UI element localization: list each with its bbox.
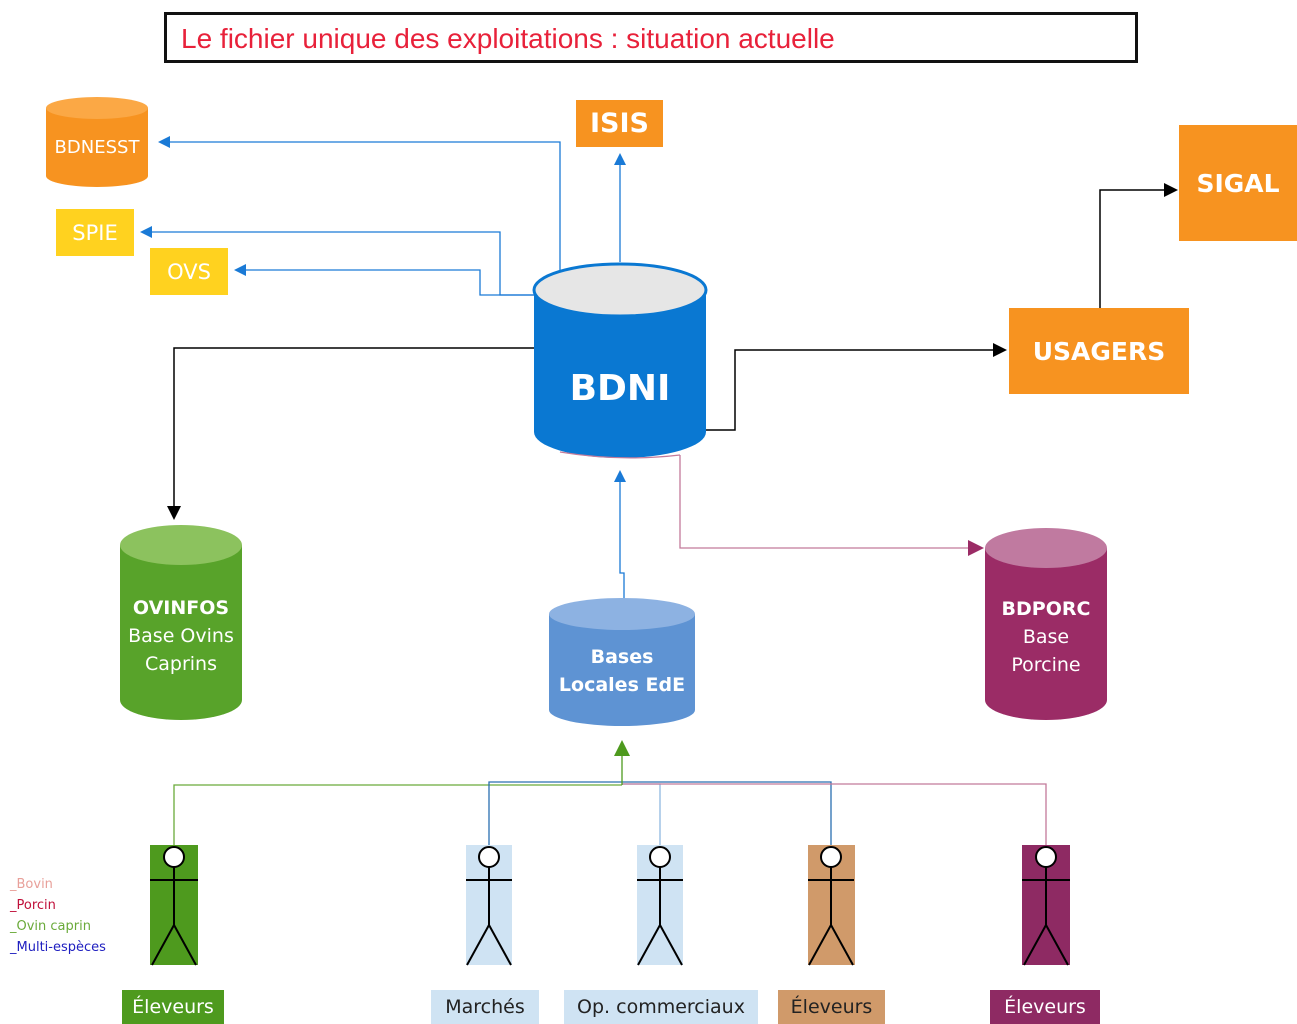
bdnesst-cylinder (46, 97, 148, 187)
arrow-bdni-to-bdnesst (158, 136, 561, 295)
spie-box: SPIE (56, 209, 134, 256)
bdnesst-label: BDNESST (54, 137, 140, 158)
title-box: Le fichier unique des exploitations : si… (164, 12, 1138, 63)
bdni-cylinder (532, 262, 708, 459)
arrow-bdni-to-ovinfos (167, 300, 559, 520)
arrow-usagers-to-sigal (1099, 183, 1178, 308)
diagram-title: Le fichier unique des exploitations : si… (181, 23, 835, 54)
arrow-bdni-to-ovs (234, 264, 534, 296)
actor-eleveurs-ovin (150, 845, 198, 966)
usagers-box: USAGERS (1009, 308, 1189, 394)
isis-label: ISIS (590, 108, 649, 139)
ovs-label: OVS (167, 259, 211, 284)
bdporc-subtitle-2: Porcine (1011, 654, 1081, 676)
caption-marches: Marchés (431, 990, 539, 1024)
bases-locales-label: Bases Locales EdE (549, 643, 695, 699)
bdporc-label: BDPORC Base Porcine (985, 595, 1107, 679)
legend-porcin: _Porcin (10, 898, 56, 913)
ovs-box: OVS (150, 248, 228, 295)
arrow-bases-to-bdni (614, 470, 626, 600)
legend-bovin: _Bovin (10, 877, 53, 892)
bdporc-cylinder (985, 528, 1107, 720)
ovinfos-label: OVINFOS Base Ovins Caprins (120, 594, 242, 678)
actor-op-commerciaux (637, 845, 683, 966)
legend-multi-especes: _Multi-espèces (10, 940, 106, 955)
bases-locales-line-1: Bases (590, 646, 654, 668)
sigal-box: SIGAL (1179, 125, 1297, 241)
actor-bus-lines (173, 740, 1047, 845)
ovinfos-title: OVINFOS (132, 597, 230, 619)
actor-eleveurs-bovin (808, 845, 855, 966)
arrow-bdni-to-bdporc (679, 455, 984, 556)
ovinfos-subtitle-1: Base Ovins (128, 625, 234, 647)
legend-ovin-caprin: _Ovin caprin (10, 919, 91, 934)
bases-locales-line-2: Locales EdE (558, 674, 686, 696)
spie-label: SPIE (72, 220, 118, 245)
caption-eleveurs-porcin: Éleveurs (990, 990, 1100, 1024)
caption-op-commerciaux: Op. commerciaux (564, 990, 758, 1024)
caption-eleveurs-bovin: Éleveurs (778, 990, 885, 1024)
bases-locales-cylinder (549, 598, 695, 726)
usagers-label: USAGERS (1032, 336, 1166, 366)
caption-eleveurs-ovin: Éleveurs (122, 990, 224, 1024)
arrow-bdni-to-usagers (706, 343, 1007, 431)
bdporc-subtitle-1: Base (1022, 626, 1070, 648)
bdni-label: BDNI (569, 368, 671, 409)
actor-eleveurs-porcin (1022, 845, 1070, 966)
actor-marches (466, 845, 512, 966)
ovinfos-subtitle-2: Caprins (144, 653, 217, 675)
bdporc-title: BDPORC (1001, 598, 1091, 620)
sigal-label: SIGAL (1196, 168, 1280, 198)
isis-box: ISIS (576, 100, 663, 147)
ovinfos-cylinder (120, 525, 242, 720)
